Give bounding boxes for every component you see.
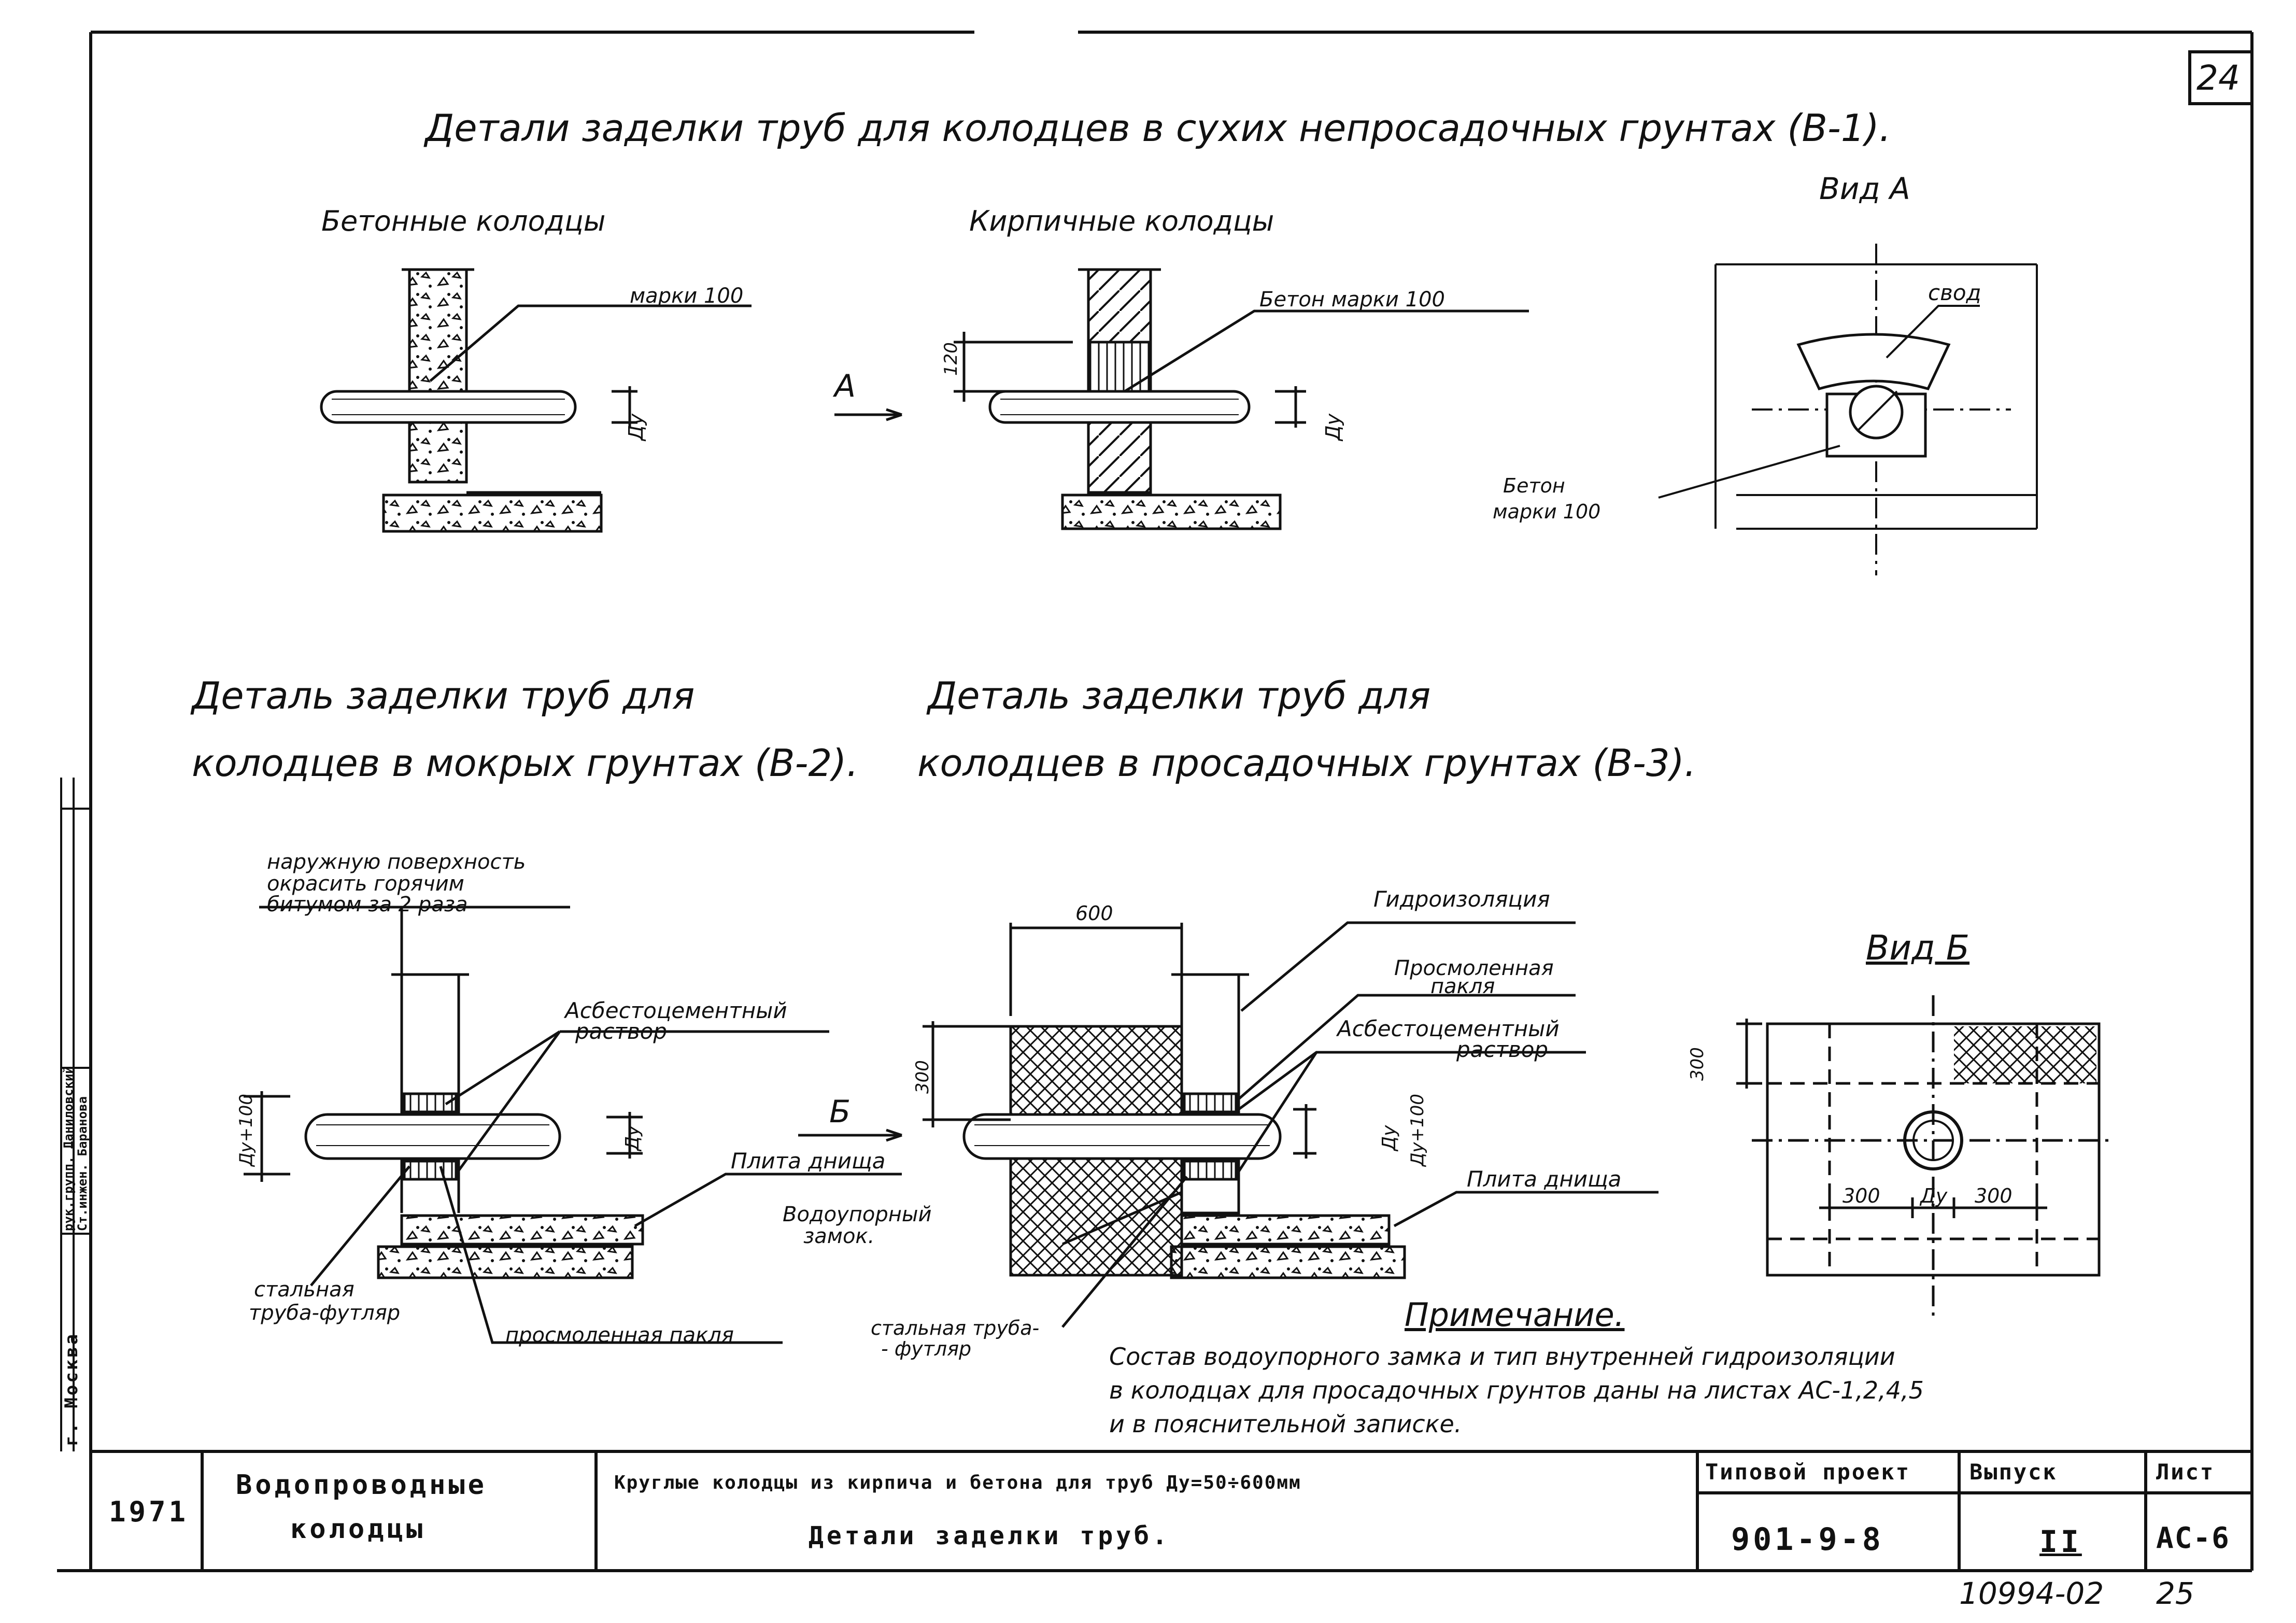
b3-asbestos-1: Асбестоцементный — [1337, 1016, 1560, 1041]
note-line-2: в колодцах для просадочных грунтов даны … — [1109, 1376, 1924, 1404]
b2-tow: просмоленная пакля — [505, 1323, 734, 1347]
b3-dim-300: 300 — [912, 1060, 933, 1094]
view-a-concrete-1: Бетон — [1503, 474, 1565, 497]
view-b-dim-du: Ду — [1920, 1184, 1948, 1207]
title-issue-value: II — [2039, 1524, 2082, 1559]
concrete-dim-du: Ду — [625, 413, 647, 441]
title-description-2: Детали заделки труб. — [809, 1521, 1170, 1550]
title-category-1: Водопроводные — [236, 1470, 487, 1501]
b2-note-paint-2: окрасить горячим — [267, 872, 464, 896]
sheet-number: 24 — [2196, 58, 2240, 98]
view-a-label: Вид А — [1819, 171, 1910, 206]
section-b2-title-2: колодцев в мокрых грунтах (В-2). — [192, 741, 859, 785]
brick-wells-label: Кирпичные колодцы — [969, 205, 1274, 237]
subsiding-soil-detail — [798, 921, 1659, 1328]
b2-asbestos-1: Асбестоцементный — [565, 998, 787, 1023]
view-b-dim-300-v: 300 — [1687, 1047, 1708, 1081]
b3-tow-2: пакля — [1430, 975, 1495, 998]
brick-well-detail — [834, 268, 1529, 530]
title-project-label: Типовой проект — [1705, 1459, 1911, 1485]
concrete-callout: марки 100 — [630, 284, 744, 308]
b2-note-paint-1: наружную поверхность — [267, 850, 526, 874]
brick-callout: Бетон марки 100 — [1259, 288, 1445, 312]
section-b3-title-1: Деталь заделки труб для — [928, 674, 1431, 717]
b2-dim-du: Ду — [622, 1125, 643, 1151]
b2-sleeve-2: труба-футляр — [249, 1301, 401, 1325]
side-stamp-city: г. Москва — [61, 1332, 82, 1446]
b3-asbestos-2: раствор — [1456, 1037, 1549, 1062]
b2-note-paint-3: битумом за 2 раза — [267, 893, 468, 916]
b3-lock-1: Водоупорный — [783, 1203, 932, 1226]
view-b-label: Вид Б — [1866, 928, 1970, 968]
b3-sleeve-1: стальная труба- — [871, 1317, 1040, 1339]
b3-plate: Плита днища — [1467, 1166, 1622, 1192]
note-line-1: Состав водоупорного замка и тип внутренн… — [1109, 1343, 1895, 1371]
view-a-detail — [1658, 244, 2038, 575]
b2-plate: Плита днища — [731, 1148, 886, 1174]
title-issue-label: Выпуск — [1969, 1459, 2058, 1485]
arrow-a-label: А — [834, 368, 856, 404]
section-b1-title: Детали заделки труб для колодцев в сухих… — [425, 106, 1891, 150]
b2-dim-du100: Ду+100 — [236, 1093, 257, 1166]
view-b-dim-300-l: 300 — [1843, 1184, 1880, 1207]
b3-dim-du100: Ду+100 — [1407, 1093, 1428, 1166]
concrete-wells-label: Бетонные колодцы — [321, 205, 606, 237]
b3-lock-2: замок. — [803, 1224, 875, 1248]
title-year: 1971 — [109, 1495, 189, 1528]
title-sheet-label: Лист — [2156, 1459, 2215, 1485]
view-a-concrete-2: марки 100 — [1493, 500, 1601, 523]
b2-asbestos-2: раствор — [575, 1019, 668, 1044]
concrete-well-detail — [320, 268, 752, 533]
b3-dim-du: Ду — [1379, 1125, 1400, 1151]
note-heading: Примечание. — [1405, 1296, 1625, 1334]
title-sheet-value: АС-6 — [2156, 1521, 2230, 1555]
title-block-frame — [201, 1451, 2252, 1571]
note-line-3: и в пояснительной записке. — [1109, 1410, 1462, 1438]
title-description-1: Круглые колодцы из кирпича и бетона для … — [614, 1472, 1301, 1493]
title-project-value: 901-9-8 — [1731, 1521, 1884, 1558]
side-stamp-row1: рук.групп. Даниловский — [61, 1066, 76, 1231]
view-a-vault: свод — [1928, 280, 1981, 305]
footer-page: 25 — [2156, 1576, 2194, 1611]
view-b-dim-300-r: 300 — [1975, 1184, 2012, 1207]
b3-sleeve-2: - футляр — [881, 1337, 972, 1360]
brick-dim-120: 120 — [941, 342, 961, 376]
side-stamp-row2: Ст.инжен. Баранова — [75, 1096, 90, 1231]
b2-sleeve-1: стальная — [254, 1278, 355, 1302]
b3-tow-1: Просмоленная — [1394, 956, 1554, 980]
arrow-b-label: Б — [829, 1094, 851, 1130]
b3-waterproof: Гидроизоляция — [1373, 886, 1550, 912]
wet-soil-detail — [244, 906, 902, 1344]
view-b-detail — [1736, 995, 2115, 1317]
brick-dim-du: Ду — [1322, 413, 1344, 441]
section-b2-title-1: Деталь заделки труб для — [192, 674, 695, 717]
title-category-2: колодцы — [290, 1514, 426, 1545]
side-stamp-frame — [60, 778, 91, 1451]
b3-dim-600: 600 — [1075, 902, 1113, 925]
section-b3-title-2: колодцев в просадочных грунтах (В-3). — [917, 741, 1696, 785]
footer-archive-number: 10994-02 — [1959, 1576, 2104, 1611]
sheet-frame — [57, 31, 2254, 1572]
